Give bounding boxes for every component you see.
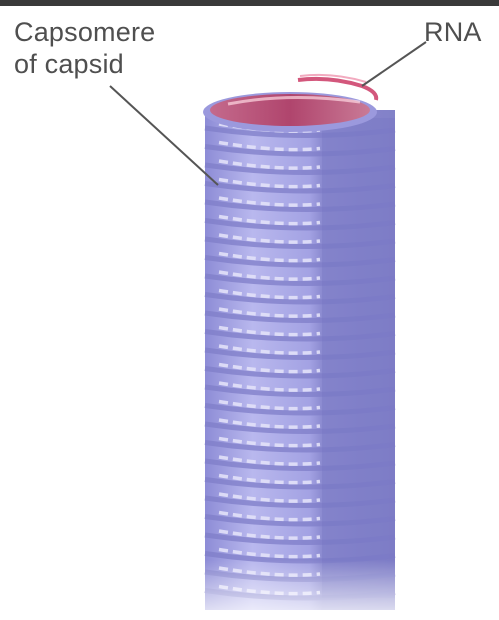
rna-leader-line bbox=[362, 42, 426, 86]
capsid-body bbox=[205, 110, 395, 620]
capsomere-leader-line bbox=[110, 86, 218, 185]
capsid-fade bbox=[205, 560, 395, 620]
capsid-side-shading bbox=[322, 118, 395, 598]
capsid-top bbox=[203, 75, 377, 132]
